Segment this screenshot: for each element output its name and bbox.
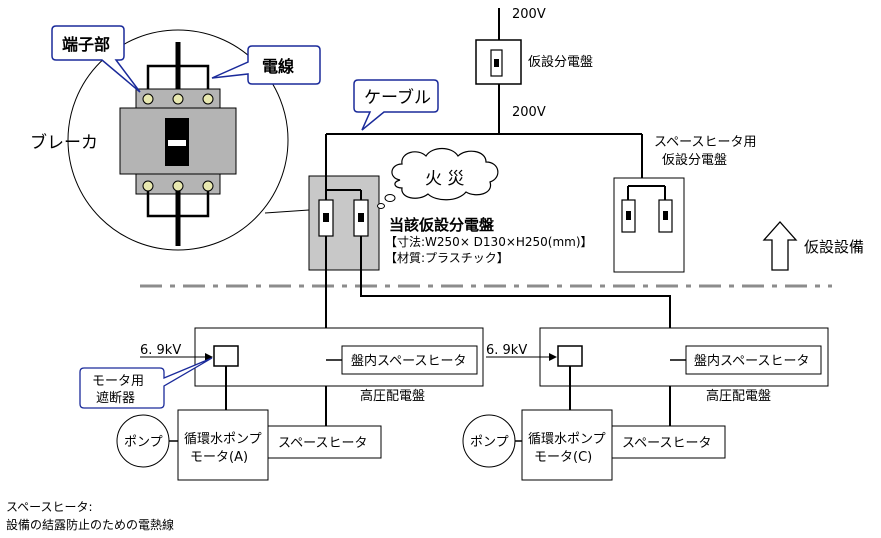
label-motor-breaker-2: 遮断器	[96, 390, 135, 406]
label-panel-heater-right: 盤内スペースヒータ	[694, 353, 809, 369]
space-heater-right	[611, 425, 726, 459]
label-fire: 火 災	[425, 169, 464, 189]
fire-cloud	[377, 147, 499, 209]
spaceheater-temp-panel	[613, 177, 685, 273]
space-heater-left	[267, 425, 382, 459]
label-kasetsu-panel: 仮設分電盤	[528, 54, 593, 70]
label-material: 【材質:プラスチック】	[385, 250, 509, 265]
label-pump-right: ポンプ	[470, 435, 509, 450]
label-pump-left: ポンプ	[124, 435, 163, 450]
kasetsu-panel	[475, 39, 522, 85]
label-hv-panel-left: 高圧配電盤	[360, 388, 425, 404]
label-space-heater-right: スペースヒータ	[622, 436, 711, 451]
terminal-callout	[51, 25, 141, 93]
label-200v-top: 200V	[512, 7, 546, 22]
label-terminal: 端子部	[62, 35, 110, 54]
motor-breaker-callout	[79, 357, 213, 409]
panel-heater-left	[341, 345, 478, 375]
magnify-leader	[264, 209, 310, 214]
panel-heater-right	[685, 345, 822, 375]
motor-breaker-right	[557, 345, 583, 367]
wire-callout	[211, 45, 321, 85]
label-motor-c-2: モータ(C)	[534, 450, 592, 465]
label-panel-heater-left: 盤内スペースヒータ	[351, 353, 466, 369]
label-kasetsu-setsubi: 仮設設備	[804, 238, 864, 256]
target-panel	[308, 175, 380, 271]
label-motor-a-1: 循環水ポンプ	[184, 432, 262, 447]
motor-breaker-left	[213, 345, 239, 367]
label-hv-panel-right: 高圧配電盤	[706, 388, 771, 404]
motor-a	[177, 409, 269, 481]
motor-c	[521, 409, 613, 481]
label-motor-a-2: モータ(A)	[190, 450, 248, 465]
up-arrow-icon	[762, 221, 798, 271]
cable-callout	[353, 79, 439, 131]
label-breaker: ブレーカ	[30, 132, 98, 153]
label-motor-breaker-1: モータ用	[92, 374, 144, 389]
label-space-heater-left: スペースヒータ	[278, 436, 367, 451]
label-cable: ケーブル	[364, 87, 431, 108]
label-target-panel: 当該仮設分電盤	[389, 216, 495, 234]
breaker-drawing	[119, 42, 237, 246]
label-dimensions: 【寸法:W250× D130×H250(mm)】	[385, 235, 593, 249]
label-spaceheater-panel-2: 仮設分電盤	[662, 152, 727, 168]
label-motor-c-1: 循環水ポンプ	[528, 432, 606, 447]
label-kv-left: 6. 9kV	[140, 343, 181, 358]
footnote-line-2: 設備の結露防止のための電熱線	[6, 517, 174, 532]
label-spaceheater-panel-1: スペースヒータ用	[654, 135, 756, 150]
label-kv-right: 6. 9kV	[486, 343, 527, 358]
label-200v-mid: 200V	[512, 105, 546, 120]
label-wire: 電線	[262, 57, 294, 76]
footnote-line-1: スペースヒータ:	[6, 500, 93, 514]
